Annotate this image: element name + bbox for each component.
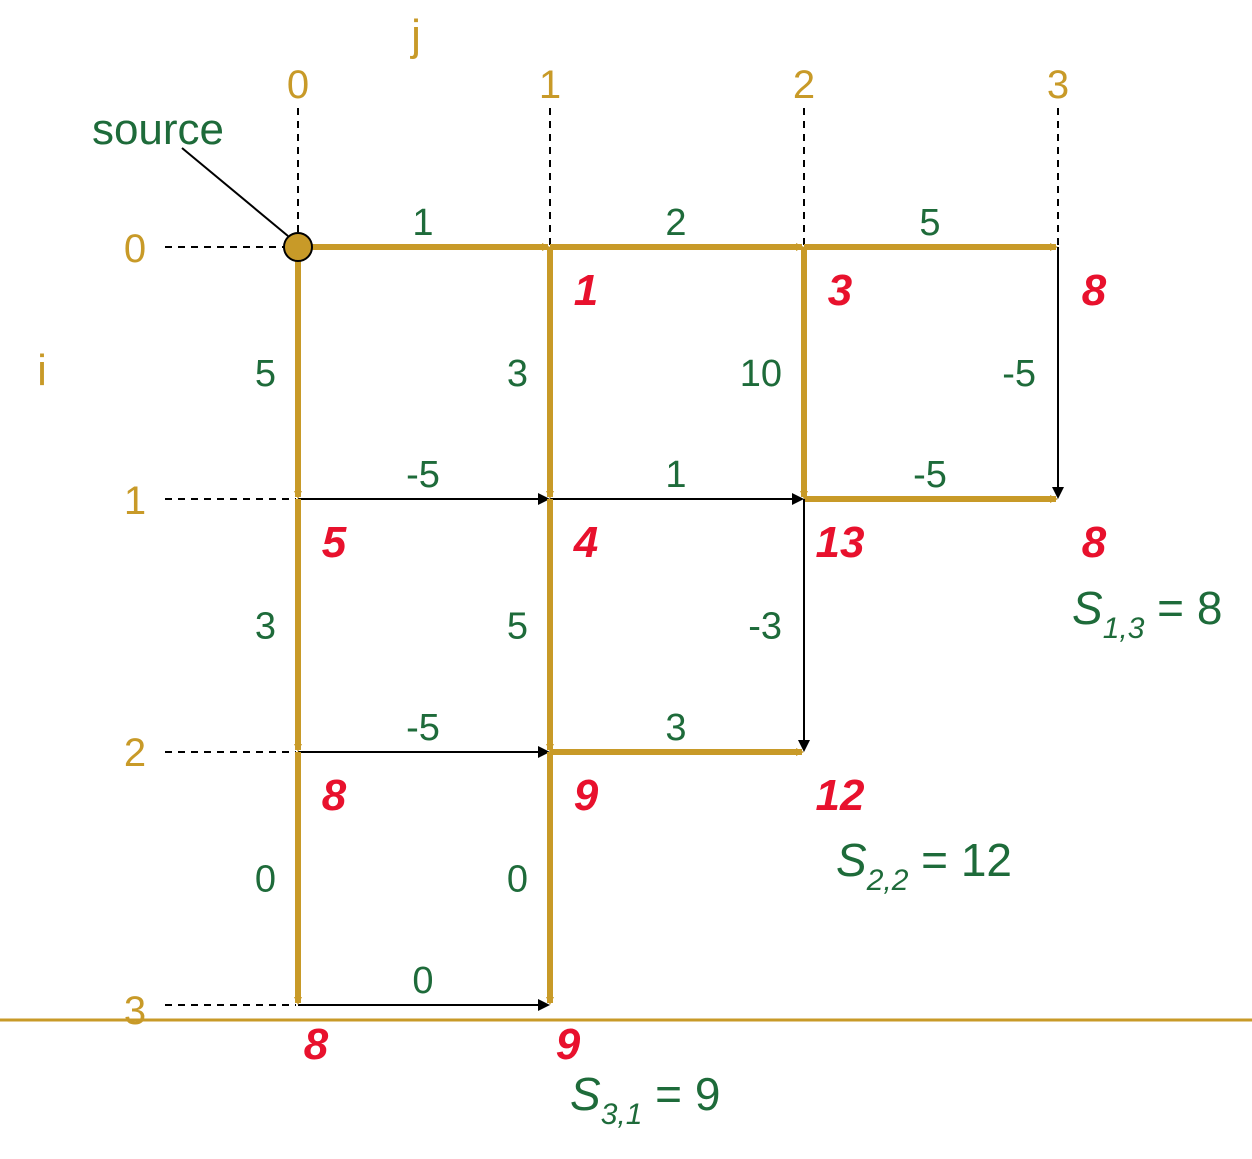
edge-weight: 3 (255, 606, 276, 648)
node-value-1-2: 13 (816, 518, 865, 567)
edge-weight: 3 (665, 707, 686, 749)
source-node (283, 232, 313, 262)
row-label-1: 1 (124, 479, 146, 523)
edge-h-0-1: 2 (550, 202, 804, 251)
edge-v-0-3: -5 (1002, 247, 1064, 499)
edge-h-0-2: 5 (804, 202, 1058, 251)
node-value-1-3: 8 (1082, 518, 1107, 567)
edge-weight: 0 (507, 859, 528, 901)
row-label-2: 2 (124, 731, 146, 775)
row-axis-name: i (37, 346, 47, 395)
score-s31-subscript: 3,1 (601, 1098, 643, 1131)
score-s13-rest: = 8 (1144, 582, 1222, 634)
edge-v-1-1: 5 (507, 499, 554, 752)
edge-weight: -5 (406, 707, 440, 749)
source-pointer-line (181, 147, 289, 237)
source-label: source (92, 105, 224, 154)
score-s22-rest: = 12 (908, 834, 1012, 886)
score-s22-symbol: S (836, 834, 867, 886)
col-label-0: 0 (287, 63, 309, 107)
node-value-1-1: 4 (573, 518, 598, 567)
edge-h-1-0: -5 (298, 454, 550, 505)
score-s13: S1,3 = 8 (1072, 582, 1222, 645)
edge-weight: 2 (665, 202, 686, 244)
edge-weight: -5 (1002, 353, 1036, 395)
col-label-2: 2 (793, 63, 815, 107)
edge-weight: 5 (255, 353, 276, 395)
score-s13-subscript: 1,3 (1103, 612, 1145, 645)
edge-h-1-2: -5 (804, 454, 1058, 503)
edge-v-0-0: 5 (255, 247, 302, 499)
edge-weight: -5 (913, 454, 947, 496)
edge-v-1-2: -3 (748, 499, 810, 752)
col-label-1: 1 (539, 63, 561, 107)
node-value-0-2: 3 (828, 266, 852, 315)
edge-v-0-2: 10 (740, 247, 808, 499)
score-s22: S2,2 = 12 (836, 834, 1012, 897)
edge-v-1-0: 3 (255, 499, 302, 752)
node-value-2-2: 12 (816, 771, 865, 820)
col-axis-name: j (409, 11, 421, 60)
edge-weight: 1 (412, 202, 433, 244)
node-value-0-1: 1 (574, 266, 598, 315)
node-value-1-0: 5 (322, 518, 347, 567)
edge-weight: 1 (665, 454, 686, 496)
col-label-3: 3 (1047, 63, 1069, 107)
edge-weight: 5 (507, 606, 528, 648)
row-label-3: 3 (124, 989, 146, 1033)
edge-h-0-0: 1 (298, 202, 550, 251)
node-value-3-1: 9 (556, 1020, 581, 1069)
edge-weight: 0 (255, 859, 276, 901)
score-s31-rest: = 9 (642, 1068, 720, 1120)
edge-v-0-1: 3 (507, 247, 554, 499)
edge-weight: 0 (412, 960, 433, 1002)
edge-h-3-0: 0 (298, 960, 550, 1011)
score-s13-symbol: S (1072, 582, 1103, 634)
edge-v-2-0: 0 (255, 752, 302, 1005)
node-value-0-3: 8 (1082, 266, 1107, 315)
edge-weight: 5 (919, 202, 940, 244)
node-value-2-1: 9 (574, 771, 599, 820)
edge-h-2-1: 3 (550, 707, 804, 756)
row-label-0: 0 (124, 227, 146, 271)
score-s31: S3,1 = 9 (570, 1068, 720, 1131)
score-s31-symbol: S (570, 1068, 601, 1120)
edge-weight: 10 (740, 353, 782, 395)
edge-h-1-1: 1 (550, 454, 804, 505)
edge-weight: -3 (748, 606, 782, 648)
edge-weight: 3 (507, 353, 528, 395)
edge-h-2-0: -5 (298, 707, 550, 758)
edge-weight: -5 (406, 454, 440, 496)
node-value-2-0: 8 (322, 771, 347, 820)
score-s22-subscript: 2,2 (866, 864, 909, 897)
node-value-3-0: 8 (304, 1020, 329, 1069)
edge-v-2-1: 0 (507, 752, 554, 1005)
guide-lines (165, 108, 1059, 1006)
